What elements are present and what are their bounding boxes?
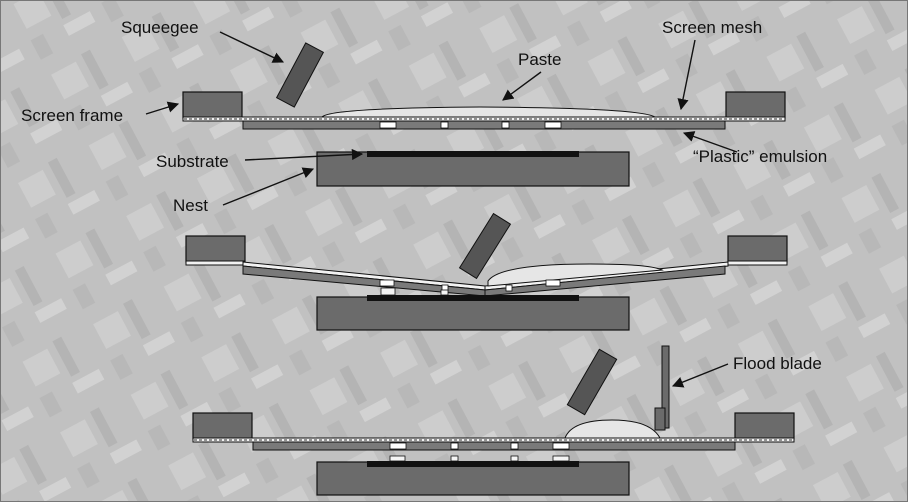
screen-frame-left [192,412,253,440]
aperture [501,121,510,129]
emulsion-layer [242,120,726,130]
aperture [379,279,395,287]
flood-blade-holder [654,407,666,431]
paste-deposit [380,287,396,296]
aperture [544,121,562,129]
aperture [389,442,407,450]
paste-blob [564,419,661,439]
arrow-flood-blade [671,363,729,388]
aperture [440,121,449,129]
deflected-emulsion-right [484,265,726,297]
nest [316,296,630,331]
label-screen-mesh: Screen mesh [662,18,762,37]
squeegee [566,348,618,416]
stage-1 [182,42,786,187]
label-substrate: Substrate [156,152,229,171]
label-emulsion: “Plastic” emulsion [693,147,827,166]
printed-deposit [389,455,406,462]
paste-blob [487,263,664,287]
label-paste: Paste [518,50,561,69]
printed-deposit [552,455,570,462]
printed-deposit [450,455,459,462]
aperture [545,279,561,287]
screen-frame-right [734,412,795,440]
aperture [450,442,459,450]
aperture [379,121,397,129]
arrow-squeegee [219,31,285,63]
emulsion-layer [252,441,736,451]
stage-3 [192,345,795,496]
screen-mesh [192,437,795,443]
squeegee [275,42,325,108]
arrow-emulsion [682,131,738,153]
label-flood-blade: Flood blade [733,354,822,373]
callout-arrows [145,31,738,388]
screen-frame-left [185,235,246,263]
screen-frame-right [725,91,786,119]
substrate [367,461,579,467]
screen-mesh-right-flat [727,260,788,266]
screen-frame-left [182,91,243,119]
label-nest: Nest [173,196,208,215]
screen-frame-right [727,235,788,263]
paste-blob [320,106,657,118]
arrow-screen-mesh [677,39,696,111]
nest [316,151,630,187]
aperture [510,442,519,450]
label-screen-frame: Screen frame [21,106,123,125]
arrow-nest [222,167,315,206]
label-squeegee: Squeegee [121,18,199,37]
aperture [505,284,513,292]
arrow-paste [502,71,542,101]
squeegee [458,212,512,280]
aperture [552,442,570,450]
arrow-screen-frame [145,101,180,115]
nest [316,461,630,496]
substrate [367,151,579,157]
substrate [367,295,579,301]
screen-mesh-left-flat [185,260,245,266]
stage-2 [185,212,788,331]
printed-deposit [510,455,519,462]
paste-deposit [440,289,449,296]
arrow-substrate [244,148,364,161]
